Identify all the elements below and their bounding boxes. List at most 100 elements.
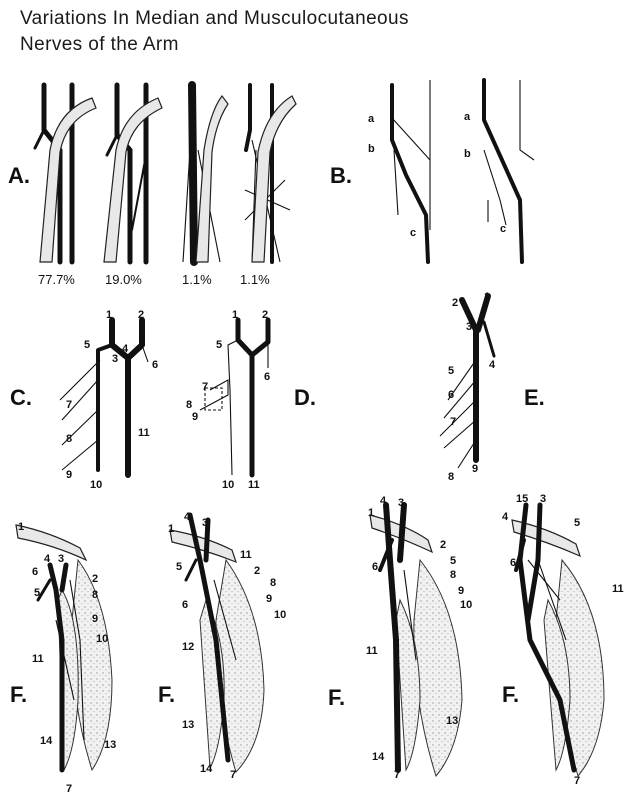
label-1: 1	[232, 309, 238, 321]
label-11: 11	[240, 549, 252, 561]
label-7: 7	[202, 381, 208, 393]
label-14: 14	[40, 735, 53, 747]
percentage-label: 19.0%	[105, 272, 142, 287]
label-6: 6	[152, 359, 158, 371]
label-4: 4	[502, 511, 509, 523]
label-11: 11	[138, 427, 150, 439]
label-4: 4	[44, 553, 51, 565]
percentage-label: 1.1%	[240, 272, 270, 287]
label-3: 3	[58, 553, 64, 565]
label-1: 1	[18, 521, 24, 533]
label-13: 13	[182, 719, 194, 731]
label-c: c	[410, 227, 416, 239]
label-11: 11	[612, 583, 624, 595]
label-8: 8	[66, 433, 72, 445]
label-8: 8	[92, 589, 98, 601]
label-a: a	[464, 111, 471, 123]
panel-f-drawing-3: F. 1 4 3 2 5 8 9 10 6 11 13 14 7	[328, 495, 472, 781]
label-5: 5	[216, 339, 222, 351]
label-8: 8	[448, 471, 454, 483]
panel-f-drawing-2: F. 1 4 3 5 6 11 2 8 9 10 12 13 14 7	[158, 511, 286, 781]
label-11: 11	[32, 653, 44, 665]
label-1: 1	[168, 523, 174, 535]
label-7: 7	[66, 783, 72, 795]
label-7: 7	[230, 769, 236, 781]
label-4: 4	[184, 511, 191, 523]
label-4: 4	[489, 359, 496, 371]
label-7: 7	[394, 769, 400, 781]
label-13: 13	[446, 715, 458, 727]
label-2: 2	[262, 309, 268, 321]
label-9: 9	[66, 469, 72, 481]
label-13: 13	[104, 739, 116, 751]
panel-c-diagrams: C. 1 2 3 4 5 6 7 8 9 10 11 1 2 5 6 7 8 9…	[10, 309, 271, 491]
label-9: 9	[92, 613, 98, 625]
panel-a-variant-4	[244, 83, 297, 264]
label-7: 7	[574, 775, 580, 787]
label-2: 2	[254, 565, 260, 577]
panel-a-variant-1	[33, 82, 97, 265]
label-10: 10	[222, 479, 234, 491]
percentage-label: 77.7%	[38, 272, 75, 287]
panel-f-drawing-1: F. 1 2 3 4 5 6 7 8 9 10 11 13 14	[10, 521, 116, 795]
label-1: 1	[368, 507, 374, 519]
panel-b-diagrams: B. a b c a b c	[330, 78, 535, 264]
label-8: 8	[186, 399, 192, 411]
label-5: 5	[34, 587, 40, 599]
label-2: 2	[440, 539, 446, 551]
label-11: 11	[248, 479, 260, 491]
figure-title-line-1: Variations In Median and Musculocutaneou…	[20, 8, 409, 29]
label-7: 7	[66, 399, 72, 411]
panel-c-label: C.	[10, 385, 32, 410]
label-a: a	[368, 113, 375, 125]
label-6: 6	[372, 561, 378, 573]
panel-a-diagrams: A. 77.7% 19.0% 1.1% 1.1%	[8, 81, 297, 287]
label-6: 6	[182, 599, 188, 611]
label-9: 9	[472, 463, 478, 475]
panel-a-variant-2	[103, 82, 163, 265]
label-c: c	[500, 223, 506, 235]
panel-e-diagram: E. 2 1 3 4 5 6 7 8 9	[439, 291, 545, 483]
label-5: 5	[450, 555, 456, 567]
panel-f-label: F.	[10, 682, 27, 707]
panel-a-label: A.	[8, 163, 30, 188]
label-15: 15	[516, 493, 528, 505]
label-14: 14	[372, 751, 385, 763]
label-2: 2	[452, 297, 458, 309]
label-6: 6	[264, 371, 270, 383]
panel-f-drawing-4: F. 4 15 3 5 6 11 7	[502, 493, 624, 787]
panel-f-label: F.	[328, 685, 345, 710]
label-b: b	[368, 143, 375, 155]
label-6: 6	[32, 566, 38, 578]
label-1: 1	[106, 309, 112, 321]
label-10: 10	[460, 599, 472, 611]
label-2: 2	[138, 309, 144, 321]
label-4: 4	[380, 495, 387, 507]
percentage-label: 1.1%	[182, 272, 212, 287]
label-2: 2	[92, 573, 98, 585]
label-6: 6	[510, 557, 516, 569]
label-7: 7	[450, 416, 456, 428]
label-5: 5	[448, 365, 454, 377]
label-14: 14	[200, 763, 213, 775]
panel-a-variant-3	[182, 81, 229, 266]
label-9: 9	[266, 593, 272, 605]
label-5: 5	[574, 517, 580, 529]
label-3: 3	[398, 497, 404, 509]
label-3: 3	[202, 517, 208, 529]
label-5: 5	[84, 339, 90, 351]
label-8: 8	[450, 569, 456, 581]
figure-title-line-2: Nerves of the Arm	[20, 34, 179, 55]
label-11: 11	[366, 645, 378, 657]
label-9: 9	[458, 585, 464, 597]
label-10: 10	[90, 479, 102, 491]
label-b: b	[464, 148, 471, 160]
label-4: 4	[122, 343, 129, 355]
label-9: 9	[192, 411, 198, 423]
panel-e-label: E.	[524, 385, 545, 410]
label-5: 5	[176, 561, 182, 573]
panel-b-label: B.	[330, 163, 352, 188]
label-10: 10	[274, 609, 286, 621]
label-12: 12	[182, 641, 194, 653]
